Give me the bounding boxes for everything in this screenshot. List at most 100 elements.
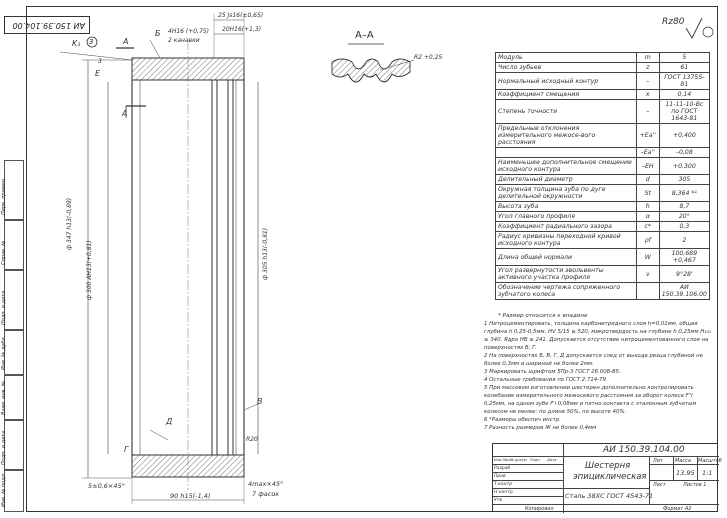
param-name: Обозначение чертежа сопряженного зубчато… [495, 282, 637, 300]
param-val: 100,689 +0,467 [658, 248, 711, 266]
label-a-bottom: А [122, 109, 128, 118]
label-e: Е [95, 69, 101, 78]
param-name: Коэффициент радиального зазора [495, 221, 637, 232]
param-row: –Ea''–0,08 [495, 147, 711, 158]
title-row-list: Лист [502, 458, 512, 462]
param-val: +0,300 [658, 157, 711, 175]
note-item: 5 При массовом изготовлении шестерен доп… [484, 385, 697, 415]
side-cell: Подп. и дата [1, 420, 24, 470]
note-item: 1 Нитроцементировать, толщина карбонитри… [484, 321, 711, 351]
side-strip: Перв. примен. Справ. № Подп. и дата Инв.… [1, 160, 24, 512]
title-material: Сталь 38ХС ГОСТ 4543-71 [565, 492, 654, 500]
param-name: Наименьшее дополнительное смещение исход… [495, 157, 637, 175]
note-item: 2 На поверхностях Б, В, Г, Д допускается… [484, 353, 703, 367]
title-row-doc: № докум. [510, 458, 528, 462]
param-val: –0,08 [658, 147, 711, 158]
label-dim-d-left: ф 347 h13(-0,89) [66, 197, 73, 250]
param-row: Нормальный исходный контур–ГОСТ 13755-81 [495, 72, 711, 90]
param-name: Модуль [495, 52, 637, 63]
technical-notes: 1 Нитроцементировать, толщина карбонитри… [484, 320, 712, 432]
param-name: Степень точности [495, 99, 637, 124]
param-name: Окружная толщина зуба по дуге делительно… [495, 184, 637, 202]
param-name [495, 147, 637, 158]
label-dim-d-right: ф 305 h13(-0,81) [262, 227, 269, 280]
side-cell: Инв. № подл. [1, 470, 24, 512]
label-e3: 3 [98, 58, 102, 65]
title-col-lit: Лит [653, 458, 663, 464]
param-sym: – [635, 72, 660, 90]
title-mass: 13,95 [676, 469, 695, 477]
title-row-date: Дата [547, 458, 557, 462]
label-v: В [257, 397, 263, 406]
side-cell: Справ. № [1, 220, 24, 270]
param-val: 8,364 *¹ [658, 184, 711, 202]
section-note: R2 +0,25 [414, 54, 443, 61]
param-name: Угол главного профиля [495, 211, 637, 222]
param-val: 305 [658, 174, 711, 185]
param-val: 11-11-10-Bc по ГОСТ 1643-81 [658, 99, 711, 124]
param-name: Число зубьев [495, 62, 637, 73]
title-format: Формат А2 [663, 506, 692, 512]
note-item: 4 Остальные требования по ГОСТ 2.714-79. [484, 377, 608, 383]
title-name2: эпициклическая [573, 472, 647, 482]
title-sheets: Листов 1 [683, 482, 707, 488]
title-row-izm: Изм [494, 458, 502, 462]
param-sym: – [635, 99, 660, 124]
note-item: 7 Разность размеров Ж не более 0,4мм [484, 425, 597, 431]
note-item: 3 Маркировать шрифтом 5Пр-3 ГОСТ 26.008-… [484, 369, 621, 375]
param-row: Обозначение чертежа сопряженного зубчато… [495, 282, 711, 300]
title-block: АИ 150.39.104.00 Шестерня эпициклическая… [492, 443, 722, 513]
param-sym [635, 282, 660, 300]
param-sym: c* [635, 221, 660, 232]
param-val: 8,7 [658, 201, 711, 212]
label-a-top: А [123, 37, 129, 46]
sheet-frame [26, 6, 718, 512]
param-sym: m [635, 52, 660, 63]
param-name: Нормальный исходный контур [495, 72, 637, 90]
param-name: Высота зуба [495, 201, 637, 212]
footnote: * Размер относится к впадине [498, 313, 588, 319]
title-col-mass: Масса [675, 458, 691, 464]
param-val: ГОСТ 13755-81 [658, 72, 711, 90]
label-d: Д [166, 417, 173, 426]
title-row-tkontr: Т.контр [494, 482, 513, 487]
section-label: А–А [355, 30, 374, 41]
title-scale: 1:1 [702, 469, 713, 477]
param-val: 5 [658, 52, 711, 63]
title-row-nkontr: Н.контр [494, 490, 513, 495]
title-row-sign: Подп [530, 458, 540, 462]
param-sym: h [635, 201, 660, 212]
label-k1: K₁ [72, 39, 81, 48]
label-b: Б [155, 29, 161, 38]
tooth-section [331, 58, 411, 83]
param-row: Степень точности–11-11-10-Bc по ГОСТ 164… [495, 99, 711, 124]
param-val: АИ 150.39.106.00 [658, 282, 711, 300]
param-row: Предельные отклонения измерительного меж… [495, 123, 711, 148]
param-sym: z [635, 62, 660, 73]
note-item: 6 *Размеры обеспеч инстр. [484, 417, 561, 423]
param-sym: W [635, 248, 660, 266]
param-name: Коэффициент смещения [495, 89, 637, 100]
param-val: 61 [658, 62, 711, 73]
param-row: Окружная толщина зуба по дуге делительно… [495, 184, 711, 202]
param-name: Радиус кривизны переходной кривой исходн… [495, 231, 637, 249]
label-width-dim: 90 h15(-1,4) [170, 492, 211, 500]
side-cell: Перв. примен. [1, 160, 24, 220]
title-code: АИ 150.39.104.00 [603, 445, 685, 455]
param-sym: –EH [635, 157, 660, 175]
param-name: Предельные отклонения измерительного меж… [495, 123, 637, 148]
param-sym: ν [635, 265, 660, 283]
title-col-scale: Масштаб [698, 458, 722, 464]
label-dim-top1: 25 Js16(±0,65) [218, 12, 264, 19]
param-sym: x [635, 89, 660, 100]
roughness-symbol: Rz80 [662, 17, 685, 27]
param-val: 2 [658, 231, 711, 249]
param-name: Угол развернутости эвольвенты активного … [495, 265, 637, 283]
label-dim-top2: 20H16(+1,3) [222, 26, 262, 33]
